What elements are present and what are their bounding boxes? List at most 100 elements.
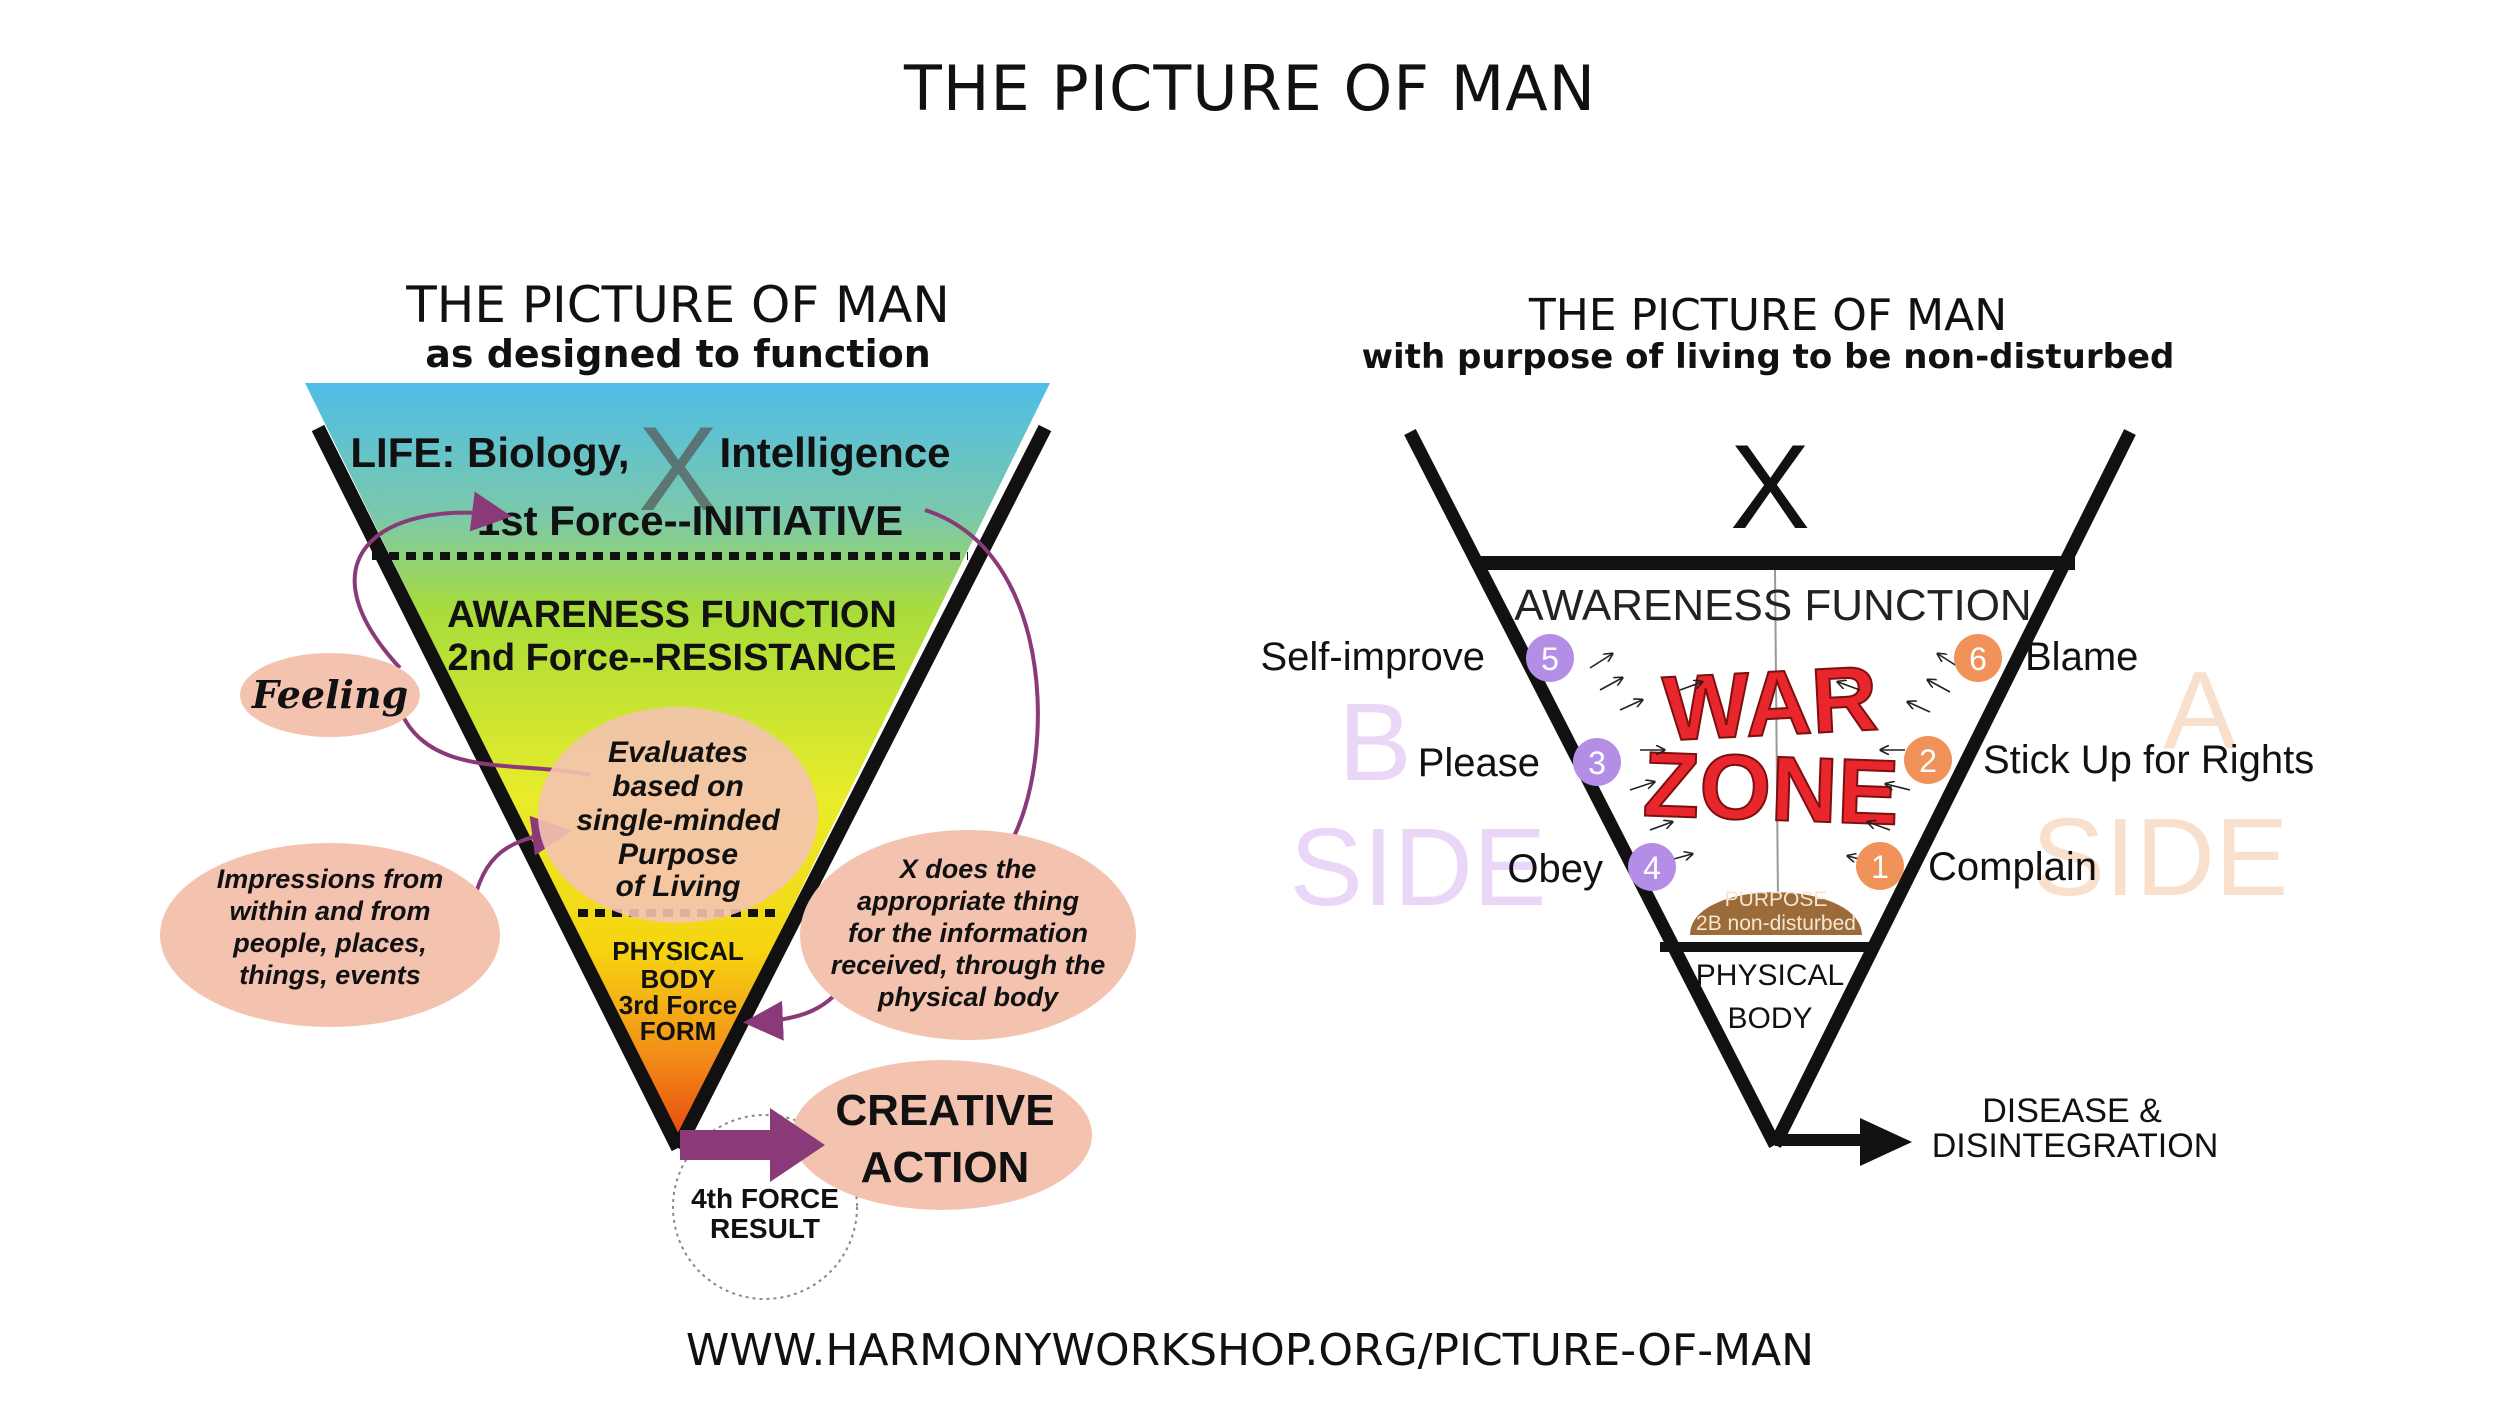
right-x-mark: X <box>1730 420 1810 554</box>
fourth-force-line: RESULT <box>710 1213 820 1244</box>
small-arrow <box>1629 782 1654 791</box>
x-does-line: physical body <box>877 982 1060 1012</box>
left-physical-body: PHYSICAL BODY 3rd Force FORM <box>612 936 744 1046</box>
a-side-label: A SIDE <box>2032 649 2289 919</box>
small-arrow <box>1928 680 1951 693</box>
awareness-function-label: AWARENESS FUNCTION <box>447 594 897 636</box>
right-center-crack <box>1774 569 1779 901</box>
evaluates-text: Evaluates based on single-minded Purpose… <box>576 736 780 903</box>
left-subtitle: as designed to function <box>425 332 931 376</box>
badge-6-number: 6 <box>1969 641 1987 677</box>
a-side-word: SIDE <box>2032 796 2289 919</box>
badge-5-number: 5 <box>1541 641 1559 677</box>
left-item-self-improve: 5 Self-improve <box>1260 634 1574 682</box>
badge-6 <box>1954 634 2002 682</box>
right-physical-body: PHYSICAL BODY <box>1696 959 1844 1035</box>
impressions-text: Impressions from within and from people,… <box>217 864 444 990</box>
disease-label: DISEASE & DISINTEGRATION <box>1932 1092 2219 1165</box>
please-label: Please <box>1418 741 1540 785</box>
badge-2 <box>1904 736 1952 784</box>
small-arrow <box>1649 822 1672 831</box>
a-side-letter: A <box>2163 649 2237 772</box>
obey-label: Obey <box>1507 847 1603 891</box>
small-arrow <box>1886 784 1911 791</box>
war-zone: WAR ZONE <box>1641 646 1902 845</box>
left-item-please: 3 Please <box>1418 738 1621 786</box>
creative-action-text: CREATIVE ACTION <box>835 1086 1054 1192</box>
self-improve-label: Self-improve <box>1260 635 1485 679</box>
creative-action-line: CREATIVE <box>835 1086 1054 1135</box>
left-triangle-left-edge <box>311 424 685 1152</box>
purpose-line: 2B non-disturbed <box>1696 912 1856 935</box>
b-side-word: SIDE <box>1290 806 1547 929</box>
badge-4 <box>1628 843 1676 891</box>
purpose-line: PURPOSE <box>1725 888 1828 911</box>
right-item-blame: 6 Blame <box>1954 634 2138 682</box>
right-item-stick-up: 2 Stick Up for Rights <box>1904 736 2314 784</box>
feeling-ellipse <box>240 653 420 737</box>
evaluates-line: Purpose <box>618 838 738 871</box>
fourth-force-arrow <box>680 1108 825 1182</box>
right-awareness-label: AWARENESS FUNCTION <box>1514 581 2031 630</box>
right-item-complain: 1 Complain <box>1856 842 2097 890</box>
physical-body-line: FORM <box>640 1016 717 1046</box>
x-does-line: received, through the <box>831 950 1106 980</box>
right-subtitle: with purpose of living to be non-disturb… <box>1362 337 2175 377</box>
small-arrow <box>1838 682 1861 691</box>
badge-4-number: 4 <box>1643 850 1661 886</box>
feeling-label: Feeling <box>251 672 408 717</box>
left-title: THE PICTURE OF MAN <box>405 276 950 334</box>
life-label: LIFE: Biology, <box>350 429 629 476</box>
badge-3 <box>1573 738 1621 786</box>
b-side-label: B SIDE <box>1290 681 1547 929</box>
blame-label: Blame <box>2025 635 2138 679</box>
purpose-text: PURPOSE 2B non-disturbed <box>1696 888 1856 935</box>
small-arrow <box>1589 654 1612 669</box>
physical-body-line: PHYSICAL <box>612 936 744 966</box>
war-zone-line: WAR <box>1661 647 1881 760</box>
b-side-letter: B <box>1338 681 1411 804</box>
left-item-obey: 4 Obey <box>1507 843 1676 891</box>
badge-1-number: 1 <box>1871 849 1889 885</box>
fourth-force-line: 4th FORCE <box>691 1183 839 1214</box>
impressions-line: people, places, <box>232 928 427 958</box>
stick-up-label: Stick Up for Rights <box>1983 738 2314 782</box>
first-force-label: 1st Force--INITIATIVE <box>477 497 903 544</box>
purpose-mound <box>1690 892 1862 935</box>
right-title: THE PICTURE OF MAN <box>1528 290 2007 341</box>
x-does-ellipse <box>800 830 1136 1040</box>
right-v-right-edge <box>1769 429 2136 1148</box>
left-x-mark: X <box>638 402 718 536</box>
evaluates-line: based on <box>612 770 744 803</box>
evaluates-ellipse <box>538 707 818 923</box>
evaluates-line: of Living <box>616 870 741 903</box>
small-arrow <box>1619 700 1642 711</box>
badge-2-number: 2 <box>1919 743 1937 779</box>
complain-label: Complain <box>1928 845 2097 889</box>
left-diagram: THE PICTURE OF MAN as designed to functi… <box>160 276 1136 1300</box>
x-does-line: appropriate thing <box>857 886 1080 916</box>
second-force-label: 2nd Force--RESISTANCE <box>447 637 896 679</box>
impressions-ellipse <box>160 843 500 1027</box>
page-title: THE PICTURE OF MAN <box>903 52 1596 125</box>
footer-url: WWW.HARMONYWORKSHOP.ORG/PICTURE-OF-MAN <box>686 1325 1814 1376</box>
war-zone-line: ZONE <box>1642 734 1901 845</box>
x-does-line: X does the <box>898 854 1037 884</box>
intelligence-label: Intelligence <box>719 429 950 476</box>
badge-1 <box>1856 842 1904 890</box>
disease-line: DISEASE & <box>1982 1092 2162 1130</box>
right-physical-line: PHYSICAL <box>1696 959 1844 992</box>
small-arrow <box>1679 682 1702 691</box>
x-does-line: for the information <box>848 918 1088 948</box>
small-arrow <box>1868 822 1891 831</box>
right-v-left-edge <box>1404 429 1781 1148</box>
physical-body-line: BODY <box>640 964 715 994</box>
physical-body-line: 3rd Force <box>619 990 738 1020</box>
creative-action-ellipse <box>792 1060 1092 1210</box>
evaluates-line: single-minded <box>576 804 780 837</box>
right-diagram: THE PICTURE OF MAN with purpose of livin… <box>1260 290 2314 1166</box>
impressions-line: Impressions from <box>217 864 444 894</box>
badge-3-number: 3 <box>1588 745 1606 781</box>
small-arrow <box>1599 678 1622 691</box>
